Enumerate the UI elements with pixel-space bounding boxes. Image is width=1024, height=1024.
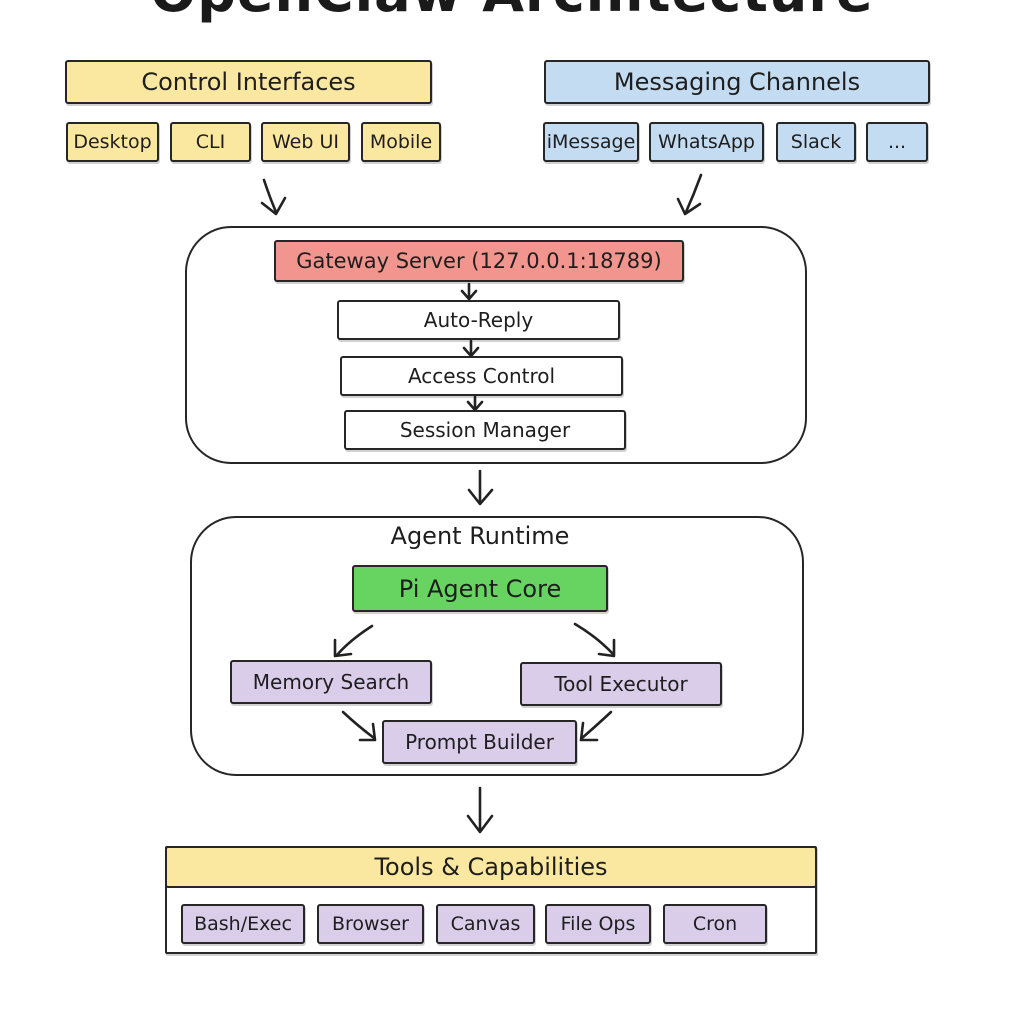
session-manager-box: Session Manager: [344, 410, 626, 450]
tool-item-browser: Browser: [317, 904, 424, 944]
agent-runtime-label: Agent Runtime: [390, 522, 570, 550]
tool-item-cron: Cron: [663, 904, 767, 944]
arrow-runtime-to-tools: [466, 786, 494, 834]
pi-agent-core-box: Pi Agent Core: [352, 565, 608, 612]
auto-reply-box: Auto-Reply: [337, 300, 620, 340]
channel-item-whatsapp: WhatsApp: [649, 122, 764, 162]
control-item-mobile: Mobile: [361, 122, 441, 162]
prompt-builder-box: Prompt Builder: [382, 720, 577, 764]
channel-item-slack: Slack: [776, 122, 856, 162]
tool-item-canvas: Canvas: [436, 904, 535, 944]
access-control-box: Access Control: [340, 356, 623, 396]
arrow-gateway-to-runtime: [467, 469, 494, 506]
agent-runtime-container: [190, 516, 804, 776]
control-item-desktop: Desktop: [66, 122, 159, 162]
arrow-messaging-to-gateway: [676, 173, 703, 216]
tool-item-file-ops: File Ops: [545, 904, 651, 944]
messaging-channels-header: Messaging Channels: [544, 60, 930, 104]
channel-item-imessage: iMessage: [543, 122, 639, 162]
arrow-control-to-gateway: [260, 178, 287, 216]
channel-item-more: ...: [866, 122, 928, 162]
tool-executor-box: Tool Executor: [520, 662, 722, 706]
control-item-cli: CLI: [170, 122, 251, 162]
diagram-title: OpenClaw Architecture: [0, 0, 1024, 28]
tool-item-bash-exec: Bash/Exec: [181, 904, 305, 944]
gateway-server-box: Gateway Server (127.0.0.1:18789): [274, 240, 684, 282]
control-item-web-ui: Web UI: [261, 122, 350, 162]
control-interfaces-header: Control Interfaces: [65, 60, 432, 104]
tools-header: Tools & Capabilities: [165, 846, 817, 888]
gateway-container: [185, 226, 807, 464]
memory-search-box: Memory Search: [230, 660, 432, 704]
